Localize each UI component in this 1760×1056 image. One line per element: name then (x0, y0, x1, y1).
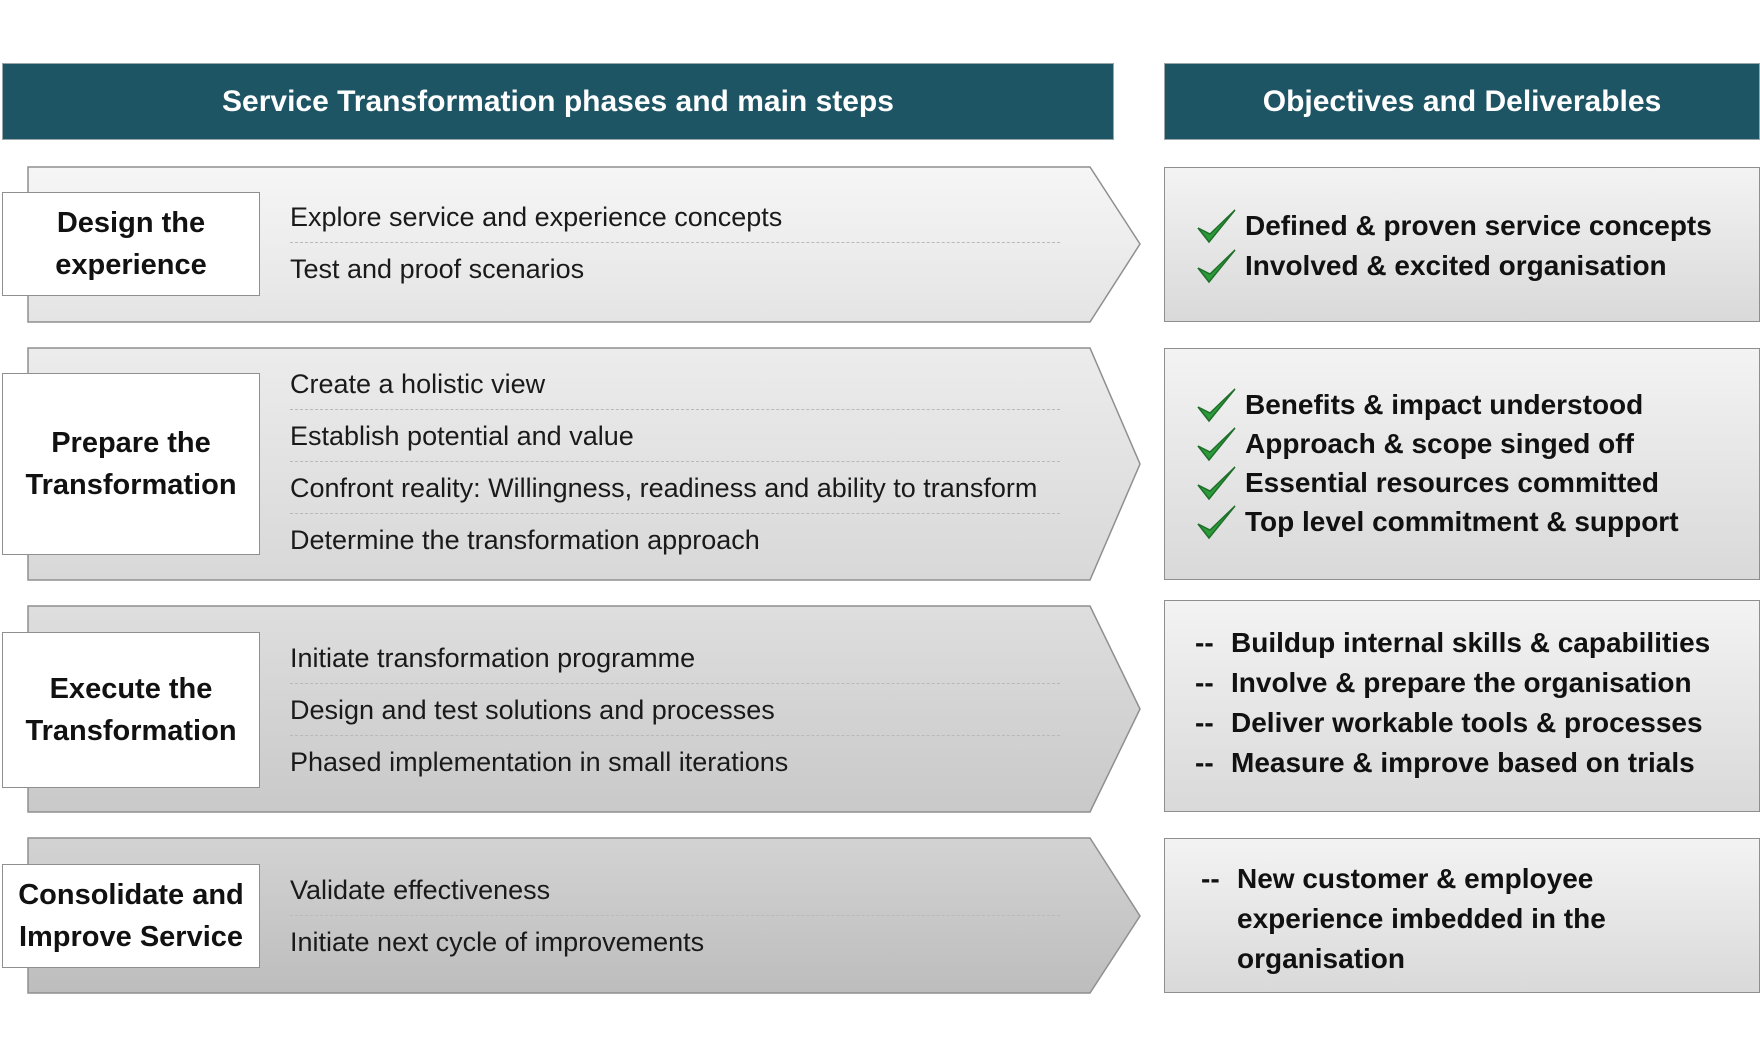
phases-header: Service Transformation phases and main s… (2, 63, 1114, 140)
objective-item: Benefits & impact understood (1195, 385, 1753, 424)
steps-execute: Initiate transformation programme Design… (290, 632, 1060, 788)
objectives-box-execute: -- Buildup internal skills & capabilitie… (1164, 600, 1760, 812)
objective-item: Involved & excited organisation (1195, 246, 1753, 286)
objectives-box-consolidate: -- New customer & employee experience im… (1164, 838, 1760, 993)
step-item: Design and test solutions and processes (290, 684, 1060, 736)
dash-marker: -- (1201, 863, 1220, 894)
check-icon (1197, 504, 1236, 539)
objective-item: Approach & scope singed off (1195, 424, 1753, 463)
check-icon (1197, 209, 1236, 244)
step-item: Validate effectiveness (290, 864, 1060, 916)
objectives-header-title: Objectives and Deliverables (1262, 84, 1662, 118)
objectives-box-prepare: Benefits & impact understood Approach & … (1164, 348, 1760, 580)
objective-item: Essential resources committed (1195, 463, 1753, 502)
objective-item: -- Measure & improve based on trials (1195, 747, 1695, 778)
step-item: Confront reality: Willingness, readiness… (290, 462, 1060, 514)
dash-marker: -- (1195, 627, 1214, 658)
step-item: Initiate next cycle of improvements (290, 927, 705, 957)
step-item: Establish potential and value (290, 410, 1060, 462)
step-item: Test and proof scenarios (290, 254, 585, 284)
objective-item: -- New customer & employee experience im… (1201, 859, 1753, 979)
dash-marker: -- (1195, 667, 1214, 698)
check-icon (1197, 426, 1236, 461)
phases-header-title: Service Transformation phases and main s… (222, 84, 894, 118)
objectives-header: Objectives and Deliverables (1164, 63, 1760, 140)
steps-consolidate: Validate effectiveness Initiate next cyc… (290, 864, 1060, 968)
check-icon (1197, 387, 1236, 422)
phase-arrow-1 (27, 166, 1141, 323)
step-item: Initiate transformation programme (290, 632, 1060, 684)
steps-prepare: Create a holistic view Establish potenti… (290, 358, 1060, 566)
step-item: Create a holistic view (290, 358, 1060, 410)
step-item: Determine the transformation approach (290, 525, 760, 555)
dash-marker: -- (1195, 707, 1214, 738)
objective-item: Defined & proven service concepts (1195, 206, 1753, 246)
step-item: Explore service and experience concepts (290, 191, 1060, 243)
check-icon (1197, 465, 1236, 500)
step-item: Phased implementation in small iteration… (290, 747, 789, 777)
check-icon (1197, 249, 1236, 284)
objectives-box-design: Defined & proven service concepts Involv… (1164, 167, 1760, 322)
objective-item: -- Deliver workable tools & processes (1195, 707, 1703, 738)
objective-item: Top level commitment & support (1195, 502, 1753, 541)
dash-marker: -- (1195, 747, 1214, 778)
objective-item: -- Involve & prepare the organisation (1195, 667, 1692, 698)
objective-item: -- Buildup internal skills & capabilitie… (1195, 627, 1711, 658)
steps-design: Explore service and experience concepts … (290, 191, 1060, 295)
